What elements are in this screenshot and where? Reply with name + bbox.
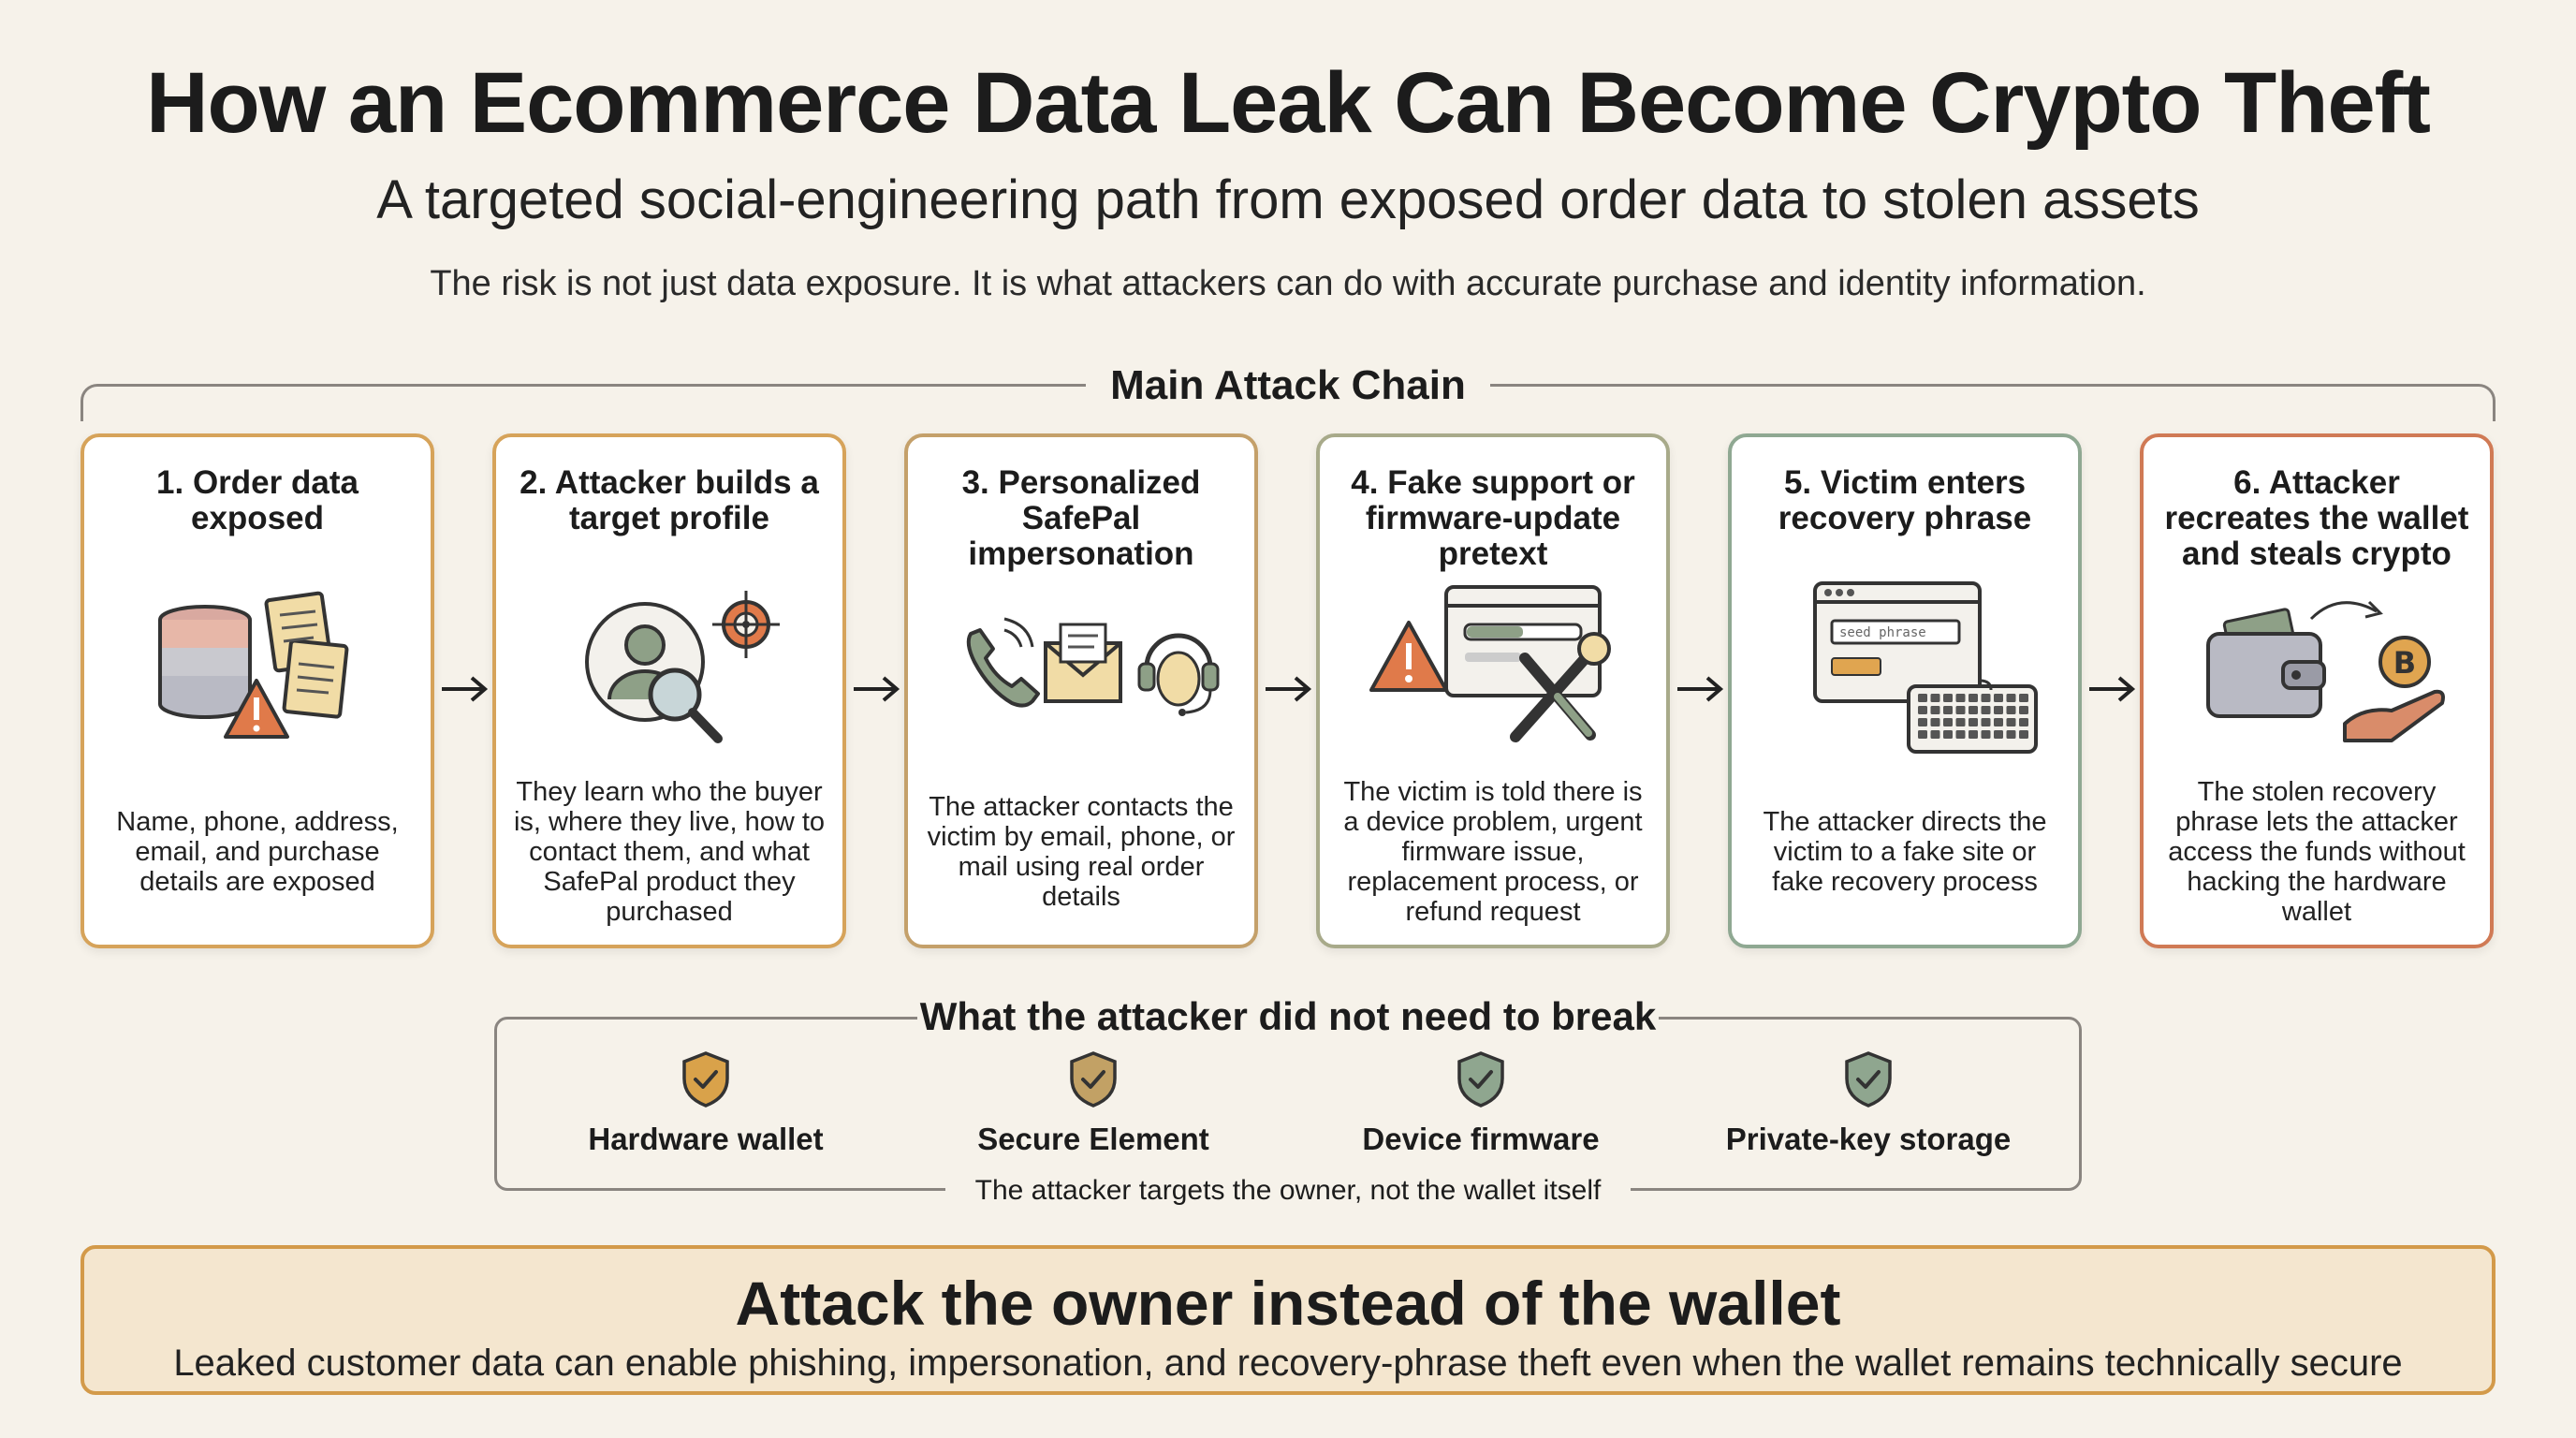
not-needed-title: What the attacker did not need to break xyxy=(917,989,1659,1045)
arrow-right-icon xyxy=(442,676,489,702)
summary-banner: Attack the owner instead of the wallet L… xyxy=(80,1245,2496,1395)
step-card-recovery-phrase: 5. Victim enters recovery phrase seed ph… xyxy=(1728,433,2082,948)
page-title: How an Ecommerce Data Leak Can Become Cr… xyxy=(146,55,2431,151)
step-title: 5. Victim enters recovery phrase xyxy=(1778,464,2032,536)
not-needed-label: Private-key storage xyxy=(1725,1122,2012,1156)
step-title: 1. Order data exposed xyxy=(156,464,359,536)
not-needed-label: Hardware wallet xyxy=(588,1122,824,1156)
step-description: The attacker directs the victim to a fak… xyxy=(1763,807,2047,897)
arrow-right-icon xyxy=(854,676,900,702)
page-subtitle: A targeted social-engineering path from … xyxy=(376,169,2200,230)
not-needed-label: Device firmware xyxy=(1362,1122,1600,1156)
step-title: 2. Attacker builds a target profile xyxy=(520,464,819,536)
not-needed-hardware-wallet: Hardware wallet xyxy=(537,1050,874,1163)
not-needed-label: Secure Element xyxy=(977,1122,1209,1156)
page-tagline: The risk is not just data exposure. It i… xyxy=(430,264,2146,303)
arrow-right-icon xyxy=(1266,676,1312,702)
step-card-order-data-exposed: 1. Order data exposed Name, phone, addre… xyxy=(80,433,434,948)
step-title: 4. Fake support or firmware-update prete… xyxy=(1351,464,1635,572)
step-description: The attacker contacts the victim by emai… xyxy=(927,792,1236,912)
step-card-target-profile: 2. Attacker builds a target profile They… xyxy=(492,433,846,948)
step-title: 3. Personalized SafePal impersonation xyxy=(961,464,1201,572)
bitcoin-symbol: B xyxy=(2393,645,2416,681)
seed-phrase-label: seed phrase xyxy=(1839,625,1926,640)
step-description: The stolen recovery phrase lets the atta… xyxy=(2168,777,2466,927)
not-needed-device-firmware: Device firmware xyxy=(1312,1050,1649,1163)
phone-mail-headset-icon xyxy=(944,578,1225,765)
step-description: Name, phone, address, email, and purchas… xyxy=(116,807,399,897)
browser-keyboard-icon: seed phrase xyxy=(1768,578,2049,765)
shield-check-icon xyxy=(1070,1051,1117,1108)
warning-browser-tools-icon xyxy=(1356,578,1637,765)
step-description: The victim is told there is a device pro… xyxy=(1343,777,1643,927)
arrow-right-icon xyxy=(2089,676,2136,702)
not-needed-secure-element: Secure Element xyxy=(925,1050,1262,1163)
attack-chain-label: Main Attack Chain xyxy=(1086,358,1490,414)
wallet-bitcoin-hand-icon: B xyxy=(2180,578,2461,765)
summary-headline: Attack the owner instead of the wallet xyxy=(735,1269,1841,1338)
shield-check-icon xyxy=(1845,1051,1892,1108)
shield-check-icon xyxy=(1457,1051,1504,1108)
not-needed-private-key-storage: Private-key storage xyxy=(1700,1050,2037,1163)
step-title: 6. Attacker recreates the wallet and ste… xyxy=(2164,464,2469,572)
not-needed-footnote: The attacker targets the owner, not the … xyxy=(945,1172,1631,1210)
step-description: They learn who the buyer is, where they … xyxy=(513,777,826,927)
summary-text: Leaked customer data can enable phishing… xyxy=(173,1343,2403,1384)
database-documents-warning-icon xyxy=(121,578,402,765)
arrow-right-icon xyxy=(1677,676,1724,702)
step-card-steals-crypto: 6. Attacker recreates the wallet and ste… xyxy=(2140,433,2494,948)
step-card-impersonation: 3. Personalized SafePal impersonation Th… xyxy=(904,433,1258,948)
step-card-fake-support: 4. Fake support or firmware-update prete… xyxy=(1316,433,1670,948)
shield-check-icon xyxy=(682,1051,729,1108)
profile-magnifier-target-icon xyxy=(533,578,813,765)
